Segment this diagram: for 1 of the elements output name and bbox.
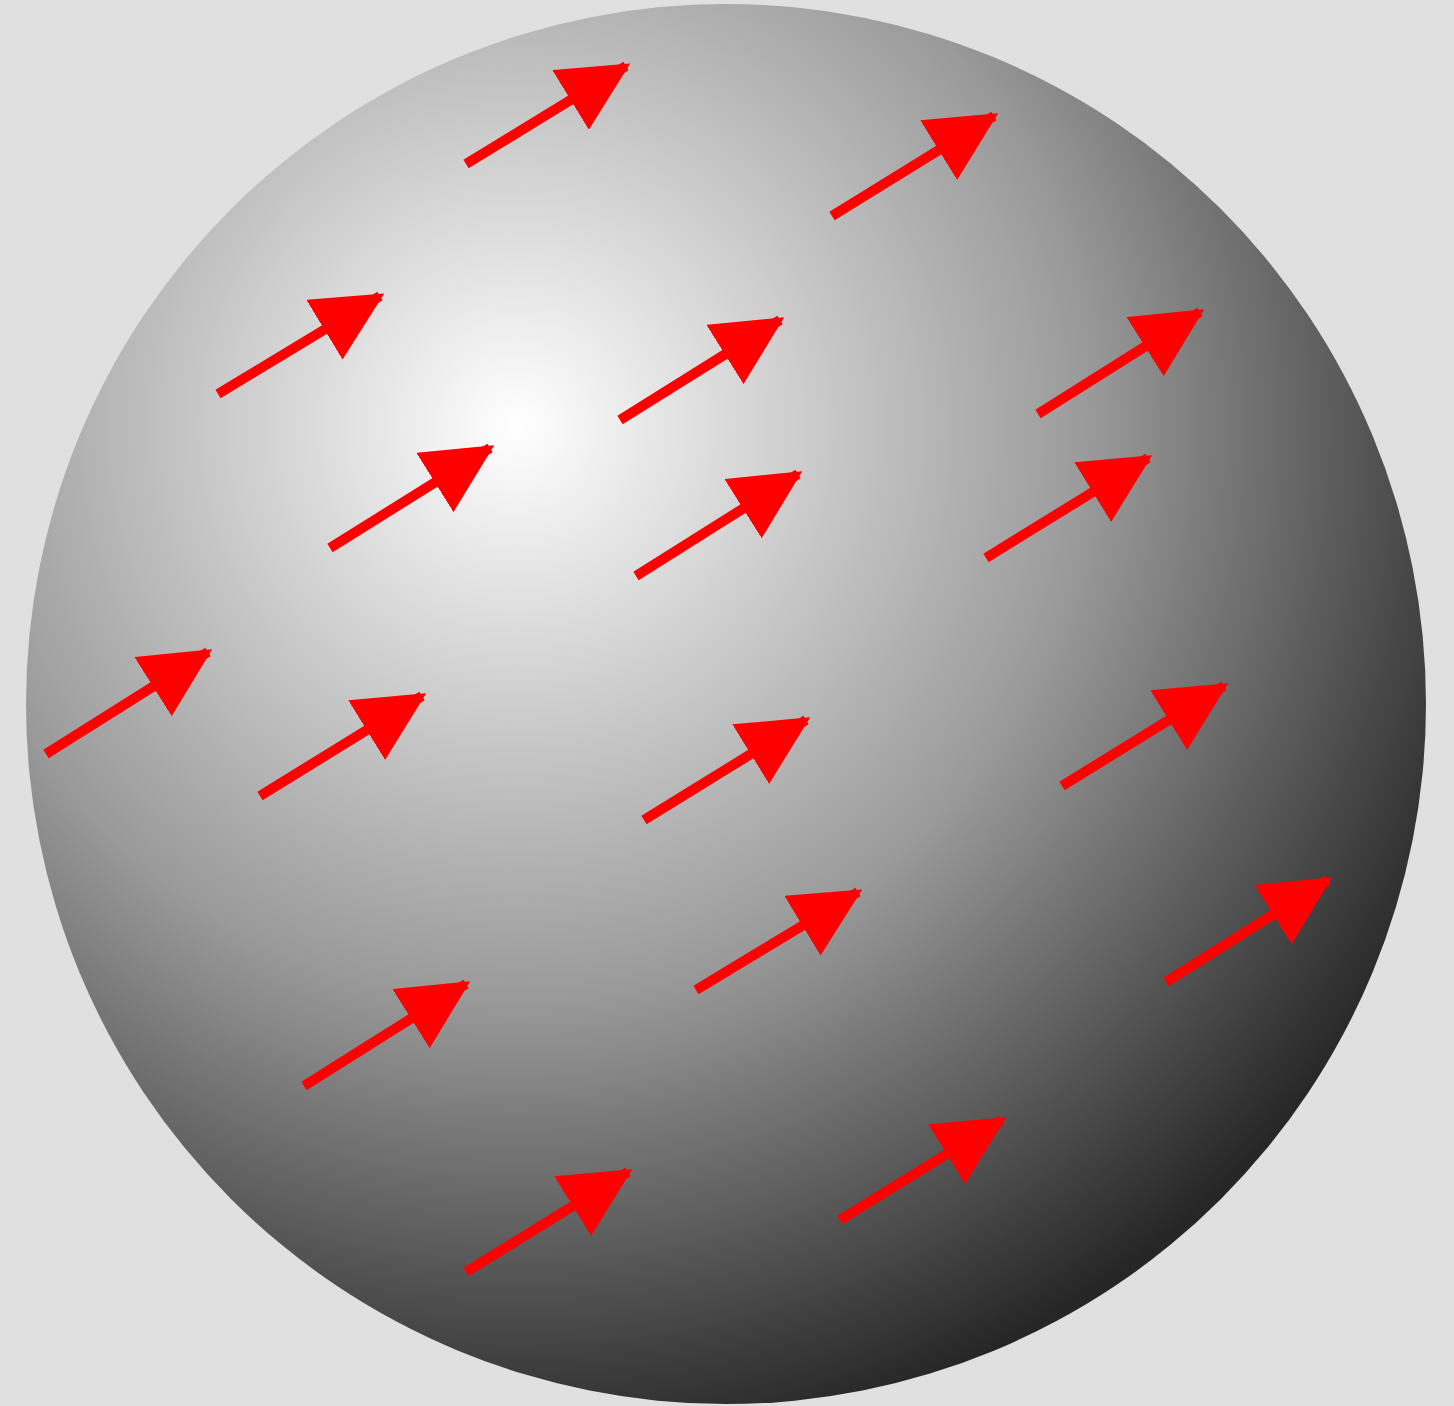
sphere-drawing xyxy=(26,4,1426,1404)
